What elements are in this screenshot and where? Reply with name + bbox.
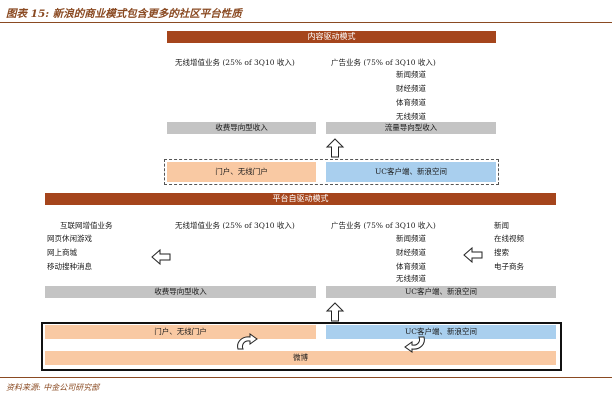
s2-right-line: 无线频道 (396, 274, 426, 283)
s1-right-line: 无线频道 (396, 112, 426, 121)
source-note: 资料来源: 中金公司研究部 (6, 383, 100, 392)
up-arrow-icon (325, 302, 345, 322)
footer-rule (0, 377, 612, 378)
s1-dashed-container (164, 159, 499, 185)
s2-far-right-line: 新闻 (494, 221, 509, 230)
left-arrow-icon (463, 246, 483, 264)
s1-right-line: 财经频道 (396, 84, 426, 93)
s2-far-right-line: 搜索 (494, 248, 509, 257)
s1-grey-left: 收费导向型收入 (167, 122, 316, 134)
s1-right-line: 新闻频道 (396, 70, 426, 79)
title-rule (0, 22, 612, 23)
s2-far-left-line: 网页休闲游戏 (47, 234, 92, 243)
s1-left-line: 无线增值业务 (25% of 3Q10 收入) (175, 58, 295, 67)
s1-grey-right: 流量导向型收入 (326, 122, 496, 134)
s2-box-left: 门户、无线门户 (45, 325, 316, 339)
s2-far-left-line: 网上商城 (47, 248, 77, 257)
figure-title: 图表 15: 新浪的商业模式包含更多的社区平台性质 (6, 8, 242, 20)
s1-box-left: 门户、无线门户 (167, 162, 316, 182)
s2-far-right-line: 在线视频 (494, 234, 524, 243)
s2-right-line: 广告业务 (75% of 3Q10 收入) (331, 221, 436, 230)
s2-grey-right: UC客户端、新浪空间 (326, 286, 556, 298)
up-arrow-icon (325, 138, 345, 158)
s2-right-line: 新闻频道 (396, 234, 426, 243)
s2-box-right: UC客户端、新浪空间 (326, 325, 556, 339)
s2-left-line: 无线增值业务 (25% of 3Q10 收入) (175, 221, 295, 230)
s2-right-line: 财经频道 (396, 248, 426, 257)
cycle-arrow-icon (237, 333, 258, 350)
s2-box-bottom: 微博 (45, 351, 556, 365)
s2-right-line: 体育频道 (396, 262, 426, 271)
s2-far-left-line: 互联网增值业务 (60, 221, 113, 230)
section1-header: 内容驱动模式 (167, 31, 496, 43)
section2-header: 平台自驱动模式 (45, 193, 556, 205)
s2-bottom-container (41, 322, 562, 371)
s2-far-right-line: 电子商务 (494, 262, 524, 271)
left-arrow-icon (151, 248, 171, 266)
s1-right-line: 广告业务 (75% of 3Q10 收入) (331, 58, 436, 67)
s1-box-right: UC客户端、新浪空间 (326, 162, 496, 182)
cycle-arrow-icon (404, 336, 425, 353)
s2-grey-left: 收费导向型收入 (45, 286, 316, 298)
s1-right-line: 体育频道 (396, 98, 426, 107)
s2-far-left-line: 移动搜种消息 (47, 262, 92, 271)
